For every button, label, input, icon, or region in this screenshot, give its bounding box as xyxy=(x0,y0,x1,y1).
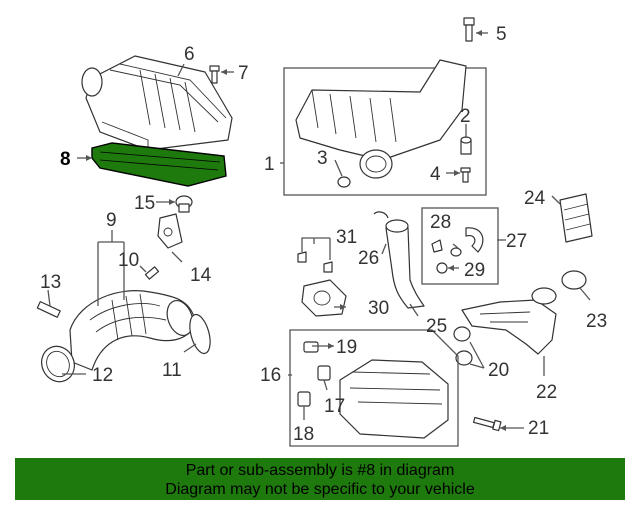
grommet-15-part[interactable] xyxy=(175,195,193,213)
callout-12: 12 xyxy=(92,365,113,386)
callout-29: 29 xyxy=(464,260,485,281)
callout-24: 24 xyxy=(524,188,546,209)
callout-5: 5 xyxy=(496,24,507,45)
banner-line-1: Part or sub-assembly is #8 in diagram xyxy=(185,462,455,479)
sensor-14-part[interactable] xyxy=(157,213,183,249)
banner-line-2: Diagram may not be specific to your vehi… xyxy=(165,481,475,498)
air-cleaner-element-part[interactable] xyxy=(91,142,227,187)
callout-18: 18 xyxy=(293,424,314,445)
duct-22-part[interactable] xyxy=(461,287,557,355)
ring-23-part[interactable] xyxy=(561,270,587,290)
callout-1: 1 xyxy=(264,154,275,175)
callout-25: 25 xyxy=(426,316,447,337)
callout-8: 8 xyxy=(60,149,71,170)
callout-14: 14 xyxy=(190,265,212,286)
bolt-5-part[interactable] xyxy=(463,17,475,42)
callout-11: 11 xyxy=(162,360,182,381)
callout-4: 4 xyxy=(430,164,441,185)
callout-19: 19 xyxy=(336,337,357,358)
arrowheads xyxy=(86,30,506,431)
callout-17: 17 xyxy=(324,396,345,417)
ring-11-part[interactable] xyxy=(186,312,214,355)
clip-31-part[interactable] xyxy=(297,251,333,273)
intake-tube-part[interactable] xyxy=(69,290,197,371)
clamp-12-part[interactable] xyxy=(36,341,80,387)
callout-30: 30 xyxy=(368,298,389,319)
callout-3: 3 xyxy=(317,148,328,169)
callout-labels: 1 2 3 4 5 6 7 8 9 10 11 12 13 14 15 16 1… xyxy=(40,24,607,445)
air-duct-26-part[interactable] xyxy=(373,211,425,309)
air-cleaner-cover-part[interactable] xyxy=(81,55,233,151)
callout-10: 10 xyxy=(118,250,139,271)
part-notice-banner: Part or sub-assembly is #8 in diagram Di… xyxy=(15,458,625,500)
callout-21: 21 xyxy=(528,418,549,439)
callout-23: 23 xyxy=(586,311,607,332)
clip-set-box xyxy=(421,207,499,285)
bolt-21-part[interactable] xyxy=(472,416,502,432)
lower-housing-box xyxy=(289,329,459,447)
grommet-20-part[interactable] xyxy=(453,326,473,366)
resonator-24-part[interactable] xyxy=(559,193,593,243)
callout-2: 2 xyxy=(460,106,471,127)
sensor-10-part[interactable] xyxy=(144,266,160,280)
callout-31: 31 xyxy=(336,227,357,248)
callout-6: 6 xyxy=(184,44,195,65)
callout-27: 27 xyxy=(506,231,527,252)
callout-28: 28 xyxy=(430,212,451,233)
callout-20: 20 xyxy=(488,360,509,381)
callout-7: 7 xyxy=(238,63,249,84)
callout-26: 26 xyxy=(358,248,379,269)
sensor-13-part[interactable] xyxy=(36,301,61,318)
callout-13: 13 xyxy=(40,272,61,293)
callout-22: 22 xyxy=(536,382,557,403)
air-cleaner-case-box xyxy=(283,59,487,196)
callout-16: 16 xyxy=(260,365,281,386)
bolt-7-part[interactable] xyxy=(209,65,220,84)
resonator-30-part[interactable] xyxy=(301,279,347,317)
parts-diagram: 1 2 3 4 5 6 7 8 9 10 11 12 13 14 15 16 1… xyxy=(36,17,607,447)
callout-15: 15 xyxy=(134,193,155,214)
callout-9: 9 xyxy=(106,210,117,231)
